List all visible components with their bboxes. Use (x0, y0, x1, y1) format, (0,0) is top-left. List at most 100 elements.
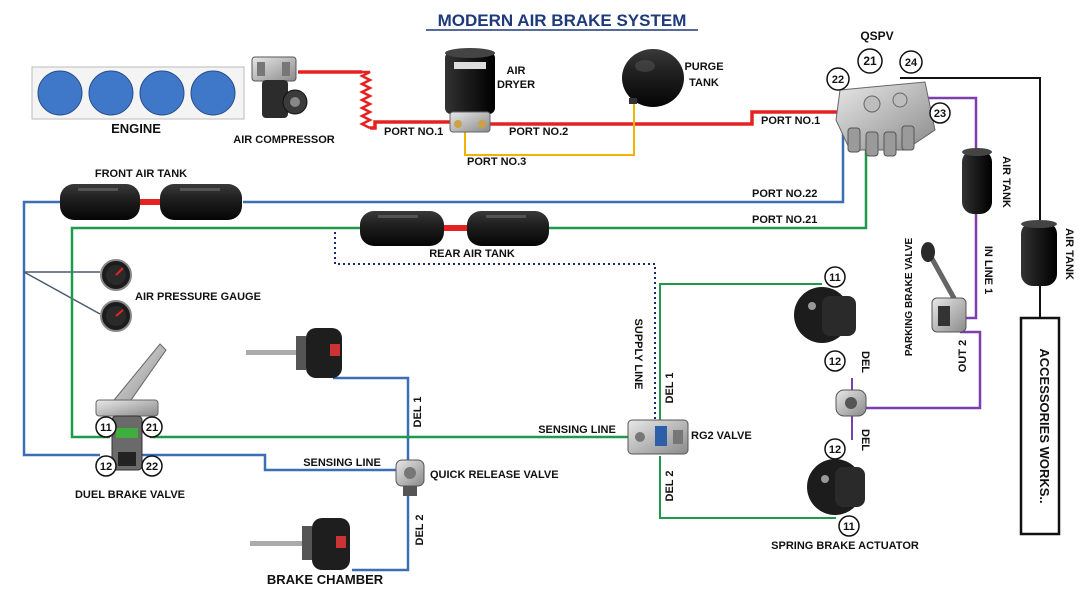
purple-out2 (862, 330, 982, 410)
air-tank-label-1: AIR TANK (1000, 156, 1012, 208)
diagram-title: MODERN AIR BRAKE SYSTEM (438, 11, 687, 30)
rg2-valve-label: RG2 VALVE (691, 430, 752, 442)
qspv-label: QSPV (860, 29, 893, 43)
dbv-port-21: 21 (141, 416, 163, 438)
pipe-lines (22, 70, 1041, 572)
sba-bottom-port-12: 12 (824, 438, 846, 460)
engine-block-icon (31, 66, 245, 120)
svg-text:12: 12 (829, 444, 841, 456)
del2-qrv-label: DEL 2 (414, 515, 426, 546)
green-del1-rg2 (659, 283, 822, 420)
sensing-line-top-label: SENSING LINE (538, 424, 616, 436)
dbv-port-12: 12 (95, 455, 117, 477)
brake-chamber-label: BRAKE CHAMBER (267, 572, 384, 587)
port-no3-label: PORT NO.3 (467, 156, 526, 168)
green-del2-rg2 (659, 456, 836, 519)
air-tank-label-2: AIR TANK (1063, 228, 1075, 280)
blue-pipe-port22 (243, 120, 845, 204)
parking-brake-valve-icon (921, 242, 967, 333)
dbv-port-22: 22 (141, 455, 163, 477)
spring-brake-mid-valve-icon (835, 389, 867, 417)
port-no1-dryer-label: PORT NO.1 (384, 126, 443, 138)
qspv-port-21: 21 (857, 48, 883, 74)
del1-qrv-label: DEL 1 (412, 397, 424, 428)
purge-tank-icon (622, 49, 684, 107)
green-pipe-rear-left (70, 226, 360, 439)
svg-text:12: 12 (100, 461, 112, 473)
dotted-supply-line (334, 232, 656, 420)
sba-bottom-port-11: 11 (838, 515, 860, 537)
engine-label: ENGINE (111, 121, 161, 136)
sba-top-port-11: 11 (824, 266, 846, 288)
svg-text:11: 11 (100, 422, 112, 434)
spring-brake-actuator-label: SPRING BRAKE ACTUATOR (771, 540, 919, 552)
red-pipe-dryer-qspv (476, 110, 845, 126)
dbv-port-11: 11 (95, 416, 117, 438)
air-dryer-icon (445, 48, 495, 133)
svg-text:11: 11 (829, 272, 841, 284)
del2-rg2-label: DEL 2 (664, 471, 676, 502)
air-compressor-icon (251, 56, 308, 118)
accessories-box (1019, 316, 1061, 536)
blue-del1-brake (333, 376, 410, 462)
air-dryer-label-2: DRYER (497, 79, 535, 91)
yellow-purge-line (464, 104, 635, 156)
qspv-port-23: 23 (929, 102, 951, 124)
svg-text:12: 12 (829, 356, 841, 368)
sba-top-port-12: 12 (824, 350, 846, 372)
brake-chamber-icon (246, 328, 342, 378)
blue-del2-brake (352, 486, 410, 572)
qspv-port-22: 22 (826, 67, 850, 91)
red-pipe-to-dryer (370, 120, 450, 130)
rear-air-tank-icon (360, 211, 549, 246)
spring-brake-actuator-icon (794, 287, 856, 343)
pressure-gauge-icon (100, 259, 132, 291)
quick-release-valve-icon (395, 459, 425, 496)
del1-rg2-label: DEL 1 (664, 373, 676, 404)
supply-line-label: SUPPLY LINE (632, 319, 644, 390)
purge-tank-label-1: PURGE (684, 61, 723, 73)
purge-tank-label-2: TANK (689, 77, 719, 89)
blue-sensing-line (130, 453, 397, 472)
air-compressor-label: AIR COMPRESSOR (233, 134, 335, 146)
svg-text:22: 22 (146, 461, 158, 473)
spring-brake-actuator-icon (807, 459, 865, 515)
port-no2-label: PORT NO.2 (509, 126, 568, 138)
svg-text:24: 24 (905, 57, 918, 69)
port-no1-qspv-label: PORT NO.1 (761, 115, 820, 127)
pressure-gauge-icon (100, 300, 132, 332)
qspv-valve-icon (835, 81, 936, 157)
blue-pipe-front-tank-left (22, 200, 100, 457)
black-pipe-port24 (900, 77, 1041, 225)
air-tank-icon (962, 148, 992, 214)
accessories-label: ACCESSORIES WORKS.. (1037, 348, 1052, 503)
gauge-line-2 (23, 271, 101, 315)
svg-text:11: 11 (843, 521, 855, 533)
red-coil (359, 70, 373, 130)
front-air-tank-icon (60, 184, 242, 220)
svg-text:22: 22 (832, 74, 844, 86)
rear-air-tank-label: REAR AIR TANK (429, 248, 515, 260)
svg-text:21: 21 (863, 54, 877, 68)
port-no21-label: PORT NO.21 (752, 214, 817, 226)
purple-pipe-port23 (920, 96, 978, 152)
duel-brake-valve-label: DUEL BRAKE VALVE (75, 489, 185, 501)
brake-chamber-icon (250, 518, 350, 570)
air-pressure-gauge-label: AIR PRESSURE GAUGE (135, 291, 261, 303)
front-air-tank-label: FRONT AIR TANK (95, 168, 187, 180)
del-bottom-label: DEL (859, 429, 871, 451)
qspv-port-24: 24 (899, 50, 923, 74)
air-tank-icon (1021, 220, 1057, 286)
in-line-1-label: IN LINE 1 (982, 246, 994, 294)
air-dryer-label-1: AIR (507, 65, 526, 77)
svg-text:23: 23 (934, 108, 946, 120)
quick-release-valve-label: QUICK RELEASE VALVE (430, 469, 559, 481)
purple-in-line1 (965, 212, 978, 320)
port-no22-label: PORT NO.22 (752, 188, 817, 200)
parking-brake-valve-label: PARKING BRAKE VALVE (904, 238, 915, 357)
rg2-valve-icon (627, 419, 689, 455)
svg-text:21: 21 (146, 422, 158, 434)
dual-brake-valve-icon (95, 343, 167, 471)
out-2-label: OUT 2 (957, 340, 969, 372)
